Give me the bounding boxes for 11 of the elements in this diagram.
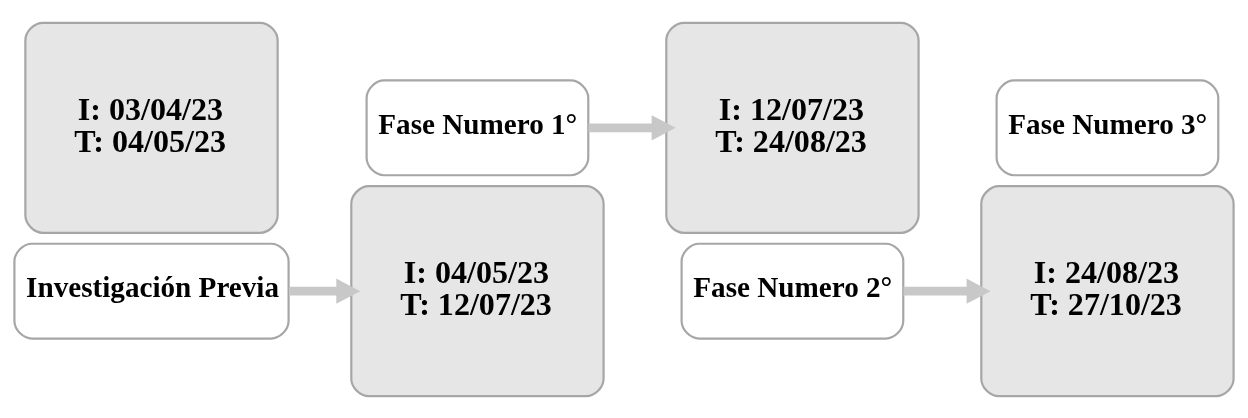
node-box: I: 12/07/23 T: 24/08/23 [665, 21, 920, 234]
arrow [289, 278, 361, 304]
node-box: Fase Numero 3° [995, 78, 1220, 176]
node-box: Investigación Previa [13, 242, 290, 340]
node-box: I: 24/08/23 T: 27/10/23 [980, 184, 1235, 397]
node-box: Fase Numero 2° [680, 242, 905, 340]
arrow [588, 114, 676, 140]
node-box: I: 03/04/23 T: 04/05/23 [24, 21, 279, 234]
node-box: Fase Numero 1° [365, 78, 590, 176]
arrow [903, 278, 991, 304]
node-box: I: 04/05/23 T: 12/07/23 [350, 184, 605, 397]
